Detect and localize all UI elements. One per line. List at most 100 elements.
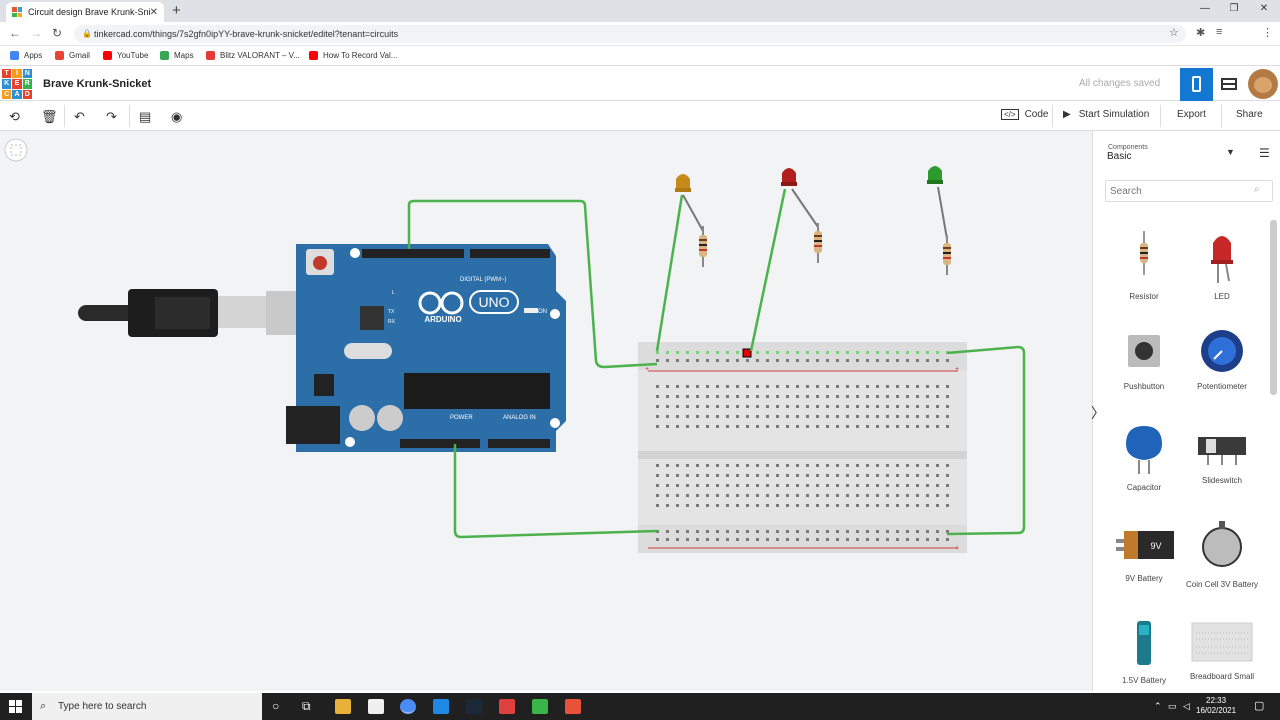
notes-icon[interactable]: ▤ xyxy=(139,109,152,124)
file-explorer-icon[interactable] xyxy=(335,699,351,714)
resistor-1[interactable] xyxy=(699,226,707,267)
maps-icon xyxy=(160,51,169,60)
circuit-canvas[interactable]: UNO ARDUINO DIGITAL (PWM~) POWER ANALOG … xyxy=(0,131,1092,691)
tab-close-icon[interactable]: ✕ xyxy=(149,6,158,18)
wire-gnd[interactable] xyxy=(453,444,658,539)
browser-tab[interactable]: Circuit design Brave Krunk-Snicket ✕ xyxy=(6,2,164,22)
redo-icon[interactable]: ↷ xyxy=(106,109,117,124)
component-coin-cell[interactable]: Coin Cell 3V Battery xyxy=(1183,519,1261,589)
component-breadboard-small[interactable]: Breadboard Small xyxy=(1183,621,1261,681)
export-button[interactable]: Export xyxy=(1177,109,1206,120)
usb-cable[interactable] xyxy=(78,289,298,337)
wire-led2[interactable] xyxy=(749,188,787,352)
media-icon[interactable]: ≡ xyxy=(1216,26,1223,38)
project-title[interactable]: Brave Krunk-Snicket xyxy=(43,78,152,90)
bookmark-howto[interactable]: How To Record Val... xyxy=(309,51,397,60)
task-view-icon[interactable]: ⧉ xyxy=(302,699,311,713)
rotate-icon[interactable]: ⟲ xyxy=(9,109,20,124)
arduino-uno-label: UNO xyxy=(478,294,509,310)
chrome-icon[interactable] xyxy=(400,699,416,714)
component-pushbutton[interactable]: Pushbutton xyxy=(1105,331,1183,391)
reload-icon[interactable]: ↻ xyxy=(52,26,63,40)
search-icon: ⌕ xyxy=(1254,184,1260,195)
minimize-button[interactable]: — xyxy=(1200,3,1210,14)
eye-icon[interactable]: ◉ xyxy=(171,109,183,124)
circuit-drawing[interactable]: UNO ARDUINO DIGITAL (PWM~) POWER ANALOG … xyxy=(0,131,1092,691)
undo-icon[interactable]: ↶ xyxy=(74,109,85,124)
share-button[interactable]: Share xyxy=(1236,109,1263,120)
bookmark-gmail[interactable]: Gmail xyxy=(55,51,90,60)
tinkercad-logo[interactable]: T I N K E R C A D xyxy=(2,69,32,99)
back-icon[interactable]: ← xyxy=(9,26,21,40)
app-icon[interactable] xyxy=(499,699,515,714)
tray-arrow-icon[interactable]: ⌃ xyxy=(1154,701,1162,711)
resistor-3[interactable] xyxy=(943,235,951,275)
breadboard-holes[interactable] xyxy=(656,351,949,541)
camtasia-icon[interactable] xyxy=(532,699,548,714)
l-led-label: L xyxy=(392,290,395,296)
led-red[interactable] xyxy=(781,168,819,228)
store-icon[interactable] xyxy=(368,699,384,714)
bookmark-apps[interactable]: Apps xyxy=(10,51,42,60)
collapse-panel-icon[interactable]: 〉 xyxy=(1091,405,1105,421)
system-clock[interactable]: 22:33 16/02/2021 xyxy=(1196,696,1236,716)
arduino-uno-board[interactable]: UNO ARDUINO DIGITAL (PWM~) POWER ANALOG … xyxy=(286,244,566,452)
component-potentiometer[interactable]: Potentiometer xyxy=(1183,329,1261,391)
circuit-view-button[interactable] xyxy=(1180,68,1213,101)
menu-icon[interactable]: ⋮ xyxy=(1262,27,1273,39)
address-bar[interactable]: 🔒 tinkercad.com/things/7s2gfn0ipYY-brave… xyxy=(74,25,1186,43)
component-resistor[interactable]: Resistor xyxy=(1105,231,1183,301)
network-icon[interactable]: ▭ xyxy=(1168,701,1177,711)
blitz-icon xyxy=(206,51,215,60)
extensions-icon[interactable]: ✱ xyxy=(1196,27,1206,39)
app-icon-c[interactable] xyxy=(565,699,581,714)
export-label: Export xyxy=(1177,109,1206,120)
highlighted-hole[interactable] xyxy=(742,348,752,358)
component-slideswitch[interactable]: Slideswitch xyxy=(1183,431,1261,485)
list-view-icon[interactable]: ☰ xyxy=(1259,146,1270,160)
component-9v-battery[interactable]: 9V 9V Battery xyxy=(1105,529,1183,583)
component-label: LED xyxy=(1214,292,1230,301)
bookmark-star-icon[interactable]: ☆ xyxy=(1169,27,1179,39)
rail-plus-icon: + xyxy=(645,366,649,373)
user-avatar[interactable] xyxy=(1248,69,1278,99)
maximize-button[interactable]: ❐ xyxy=(1229,3,1239,14)
delete-icon[interactable]: 🗑 xyxy=(41,109,58,124)
resistor-2[interactable] xyxy=(814,223,822,263)
mail-icon[interactable] xyxy=(433,699,449,714)
new-tab-button[interactable]: + xyxy=(172,2,181,19)
component-label: Capacitor xyxy=(1126,483,1162,492)
steam-icon[interactable] xyxy=(466,699,482,714)
volume-icon[interactable]: ◁ xyxy=(1183,701,1190,711)
schematic-view-icon[interactable] xyxy=(1221,78,1237,90)
breadboard[interactable]: + + + xyxy=(638,342,967,553)
bookmark-youtube[interactable]: YouTube xyxy=(103,51,148,60)
start-icon[interactable] xyxy=(9,700,22,713)
cortana-icon[interactable]: ○ xyxy=(272,699,280,713)
taskbar-search[interactable]: ⌕ Type here to search xyxy=(32,693,262,720)
components-label: Components xyxy=(1108,144,1148,151)
led-amber[interactable] xyxy=(675,174,704,232)
close-window-button[interactable]: ✕ xyxy=(1259,3,1269,14)
bookmark-label: YouTube xyxy=(117,51,149,60)
fit-view-icon[interactable] xyxy=(4,138,28,162)
component-led[interactable]: LED xyxy=(1183,231,1261,301)
bookmark-blitz[interactable]: Blitz VALORANT – V... xyxy=(206,51,300,60)
start-simulation-button[interactable]: ▶Start Simulation xyxy=(1063,109,1149,120)
code-button[interactable]: </>Code xyxy=(1001,109,1048,120)
component-search-input[interactable] xyxy=(1105,180,1273,202)
notifications-icon[interactable]: ▢ xyxy=(1254,700,1265,712)
led-green[interactable] xyxy=(927,166,948,240)
wires[interactable] xyxy=(407,188,1026,539)
component-capacitor[interactable]: Capacitor xyxy=(1105,424,1183,492)
wire-pin13[interactable] xyxy=(407,199,658,369)
forward-icon[interactable]: → xyxy=(30,26,42,40)
bookmark-maps[interactable]: Maps xyxy=(160,51,194,60)
panel-scrollbar[interactable] xyxy=(1270,220,1277,395)
wire-gnd-rail[interactable] xyxy=(946,345,1026,536)
digital-pins-label: DIGITAL (PWM~) xyxy=(460,277,507,283)
wire-led1[interactable] xyxy=(655,194,684,352)
category-select[interactable]: Basic xyxy=(1107,151,1132,162)
component-aa-battery[interactable]: 1.5V Battery xyxy=(1105,619,1183,685)
chevron-down-icon[interactable]: ▼ xyxy=(1226,147,1235,157)
